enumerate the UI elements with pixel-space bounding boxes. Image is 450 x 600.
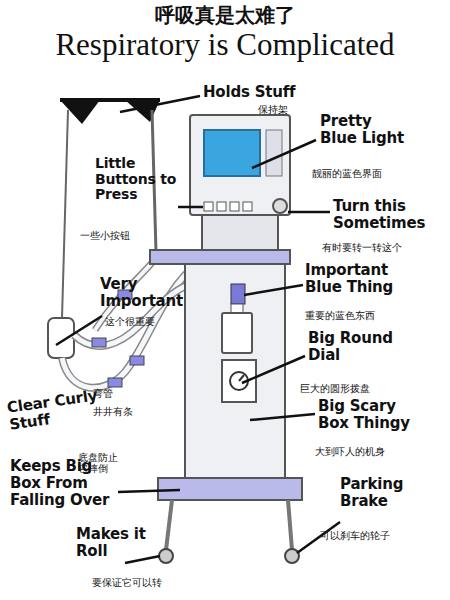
callout-translation: 大到吓人的机身 bbox=[315, 446, 435, 457]
leader-line bbox=[56, 316, 102, 345]
tube-clip bbox=[108, 378, 122, 387]
callout-text: Important Blue Thing bbox=[305, 262, 420, 296]
callout-translation: 弯管 bbox=[93, 388, 133, 399]
leader-line bbox=[178, 206, 203, 209]
callout-text: Little Buttons to Press bbox=[95, 156, 181, 203]
callout-translation: 巨大的圆形拨盘 bbox=[300, 383, 420, 394]
callout-translation: 有时要转一转这个 bbox=[322, 242, 447, 253]
tube-clip bbox=[92, 338, 106, 347]
callout-text: Pretty Blue Light bbox=[320, 113, 412, 147]
button bbox=[243, 202, 252, 211]
callout-translation: 井井有条 bbox=[93, 406, 153, 417]
wheel bbox=[285, 549, 299, 563]
callout-text: Clear Curly Stuff bbox=[6, 386, 108, 433]
tube-clip bbox=[130, 356, 144, 365]
callout-text: Turn this Sometimes bbox=[333, 198, 438, 232]
callout-translation: 一些小按钮 bbox=[80, 230, 170, 241]
monitor-housing bbox=[190, 115, 290, 215]
callout-text: Makes it Roll bbox=[76, 526, 158, 560]
callout-text: Big Round Dial bbox=[308, 330, 408, 364]
leader-line bbox=[242, 356, 305, 383]
callout-text: Holds Stuff bbox=[203, 84, 353, 101]
shelf bbox=[150, 250, 290, 264]
callout-translation: 可以刹车的轮子 bbox=[320, 530, 440, 541]
leader-line bbox=[118, 490, 180, 492]
side-panel bbox=[266, 130, 282, 176]
callout-text: Parking Brake bbox=[340, 476, 430, 510]
leader-line bbox=[120, 96, 200, 112]
callout-translation: 要保证它可以转 bbox=[92, 577, 212, 588]
title: Respiratory is Complicated bbox=[0, 28, 450, 63]
leg bbox=[166, 500, 172, 550]
holder-arm bbox=[62, 110, 68, 318]
leader-line bbox=[252, 140, 316, 168]
callout-text: Big Scary Box Thingy bbox=[318, 398, 426, 432]
humidifier bbox=[48, 318, 74, 358]
button bbox=[230, 202, 239, 211]
blue-thing bbox=[231, 284, 245, 304]
knob bbox=[273, 199, 287, 213]
callout-translation: 重要的蓝色东西 bbox=[305, 310, 415, 321]
button bbox=[217, 202, 226, 211]
callout-translation: 靓丽的蓝色界面 bbox=[312, 168, 422, 179]
leg bbox=[288, 500, 292, 550]
callout-text: Very Important bbox=[100, 276, 195, 310]
dial-housing bbox=[222, 360, 256, 402]
subtitle: 呼吸真是太难了 bbox=[0, 4, 450, 26]
leader-line bbox=[125, 556, 160, 563]
bottle bbox=[222, 313, 252, 353]
button bbox=[204, 202, 213, 211]
leader-line bbox=[288, 211, 330, 214]
wheel bbox=[159, 549, 173, 563]
screen bbox=[204, 130, 260, 176]
leader-line bbox=[250, 414, 315, 420]
dial-needle bbox=[239, 375, 244, 381]
callout-translation: 这个很重要 bbox=[105, 316, 195, 327]
leader-line bbox=[244, 285, 303, 295]
holder-clamp bbox=[60, 100, 100, 124]
callout-translation: 底盘防止它摔倒 bbox=[78, 452, 122, 474]
bottle-neck bbox=[231, 304, 243, 313]
callout-translation: 保持架 bbox=[258, 104, 318, 115]
neck bbox=[202, 215, 278, 250]
